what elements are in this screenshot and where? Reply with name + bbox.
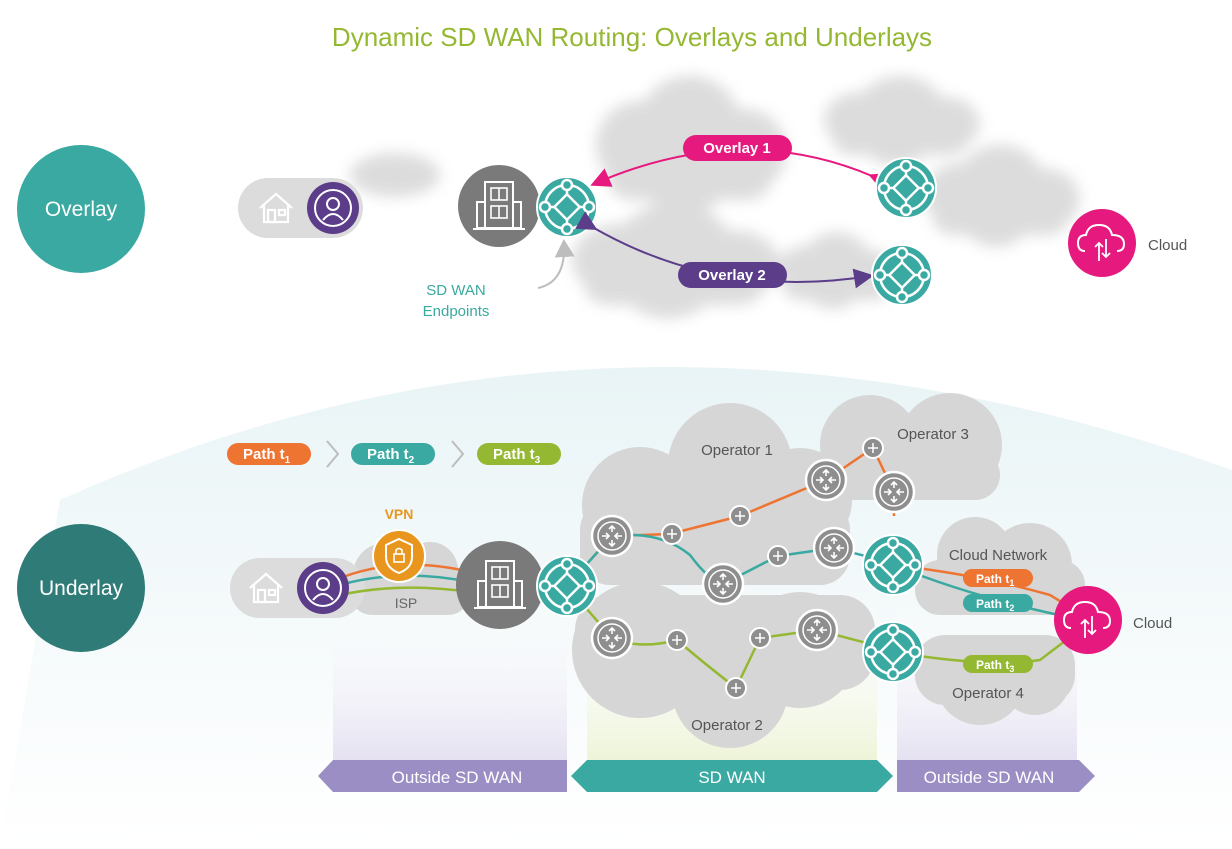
cloud-path-t3-pill: Path t3 <box>963 655 1033 674</box>
cloud-network-router-icon <box>862 534 924 596</box>
overlay2-label: Overlay 2 <box>698 267 766 284</box>
cloud-upload-icon <box>1054 586 1122 654</box>
overlay-layer-label: Overlay <box>45 198 118 221</box>
overlay-remote-router-2-icon <box>871 244 933 306</box>
outside-sdwan-left-band: Outside SD WAN <box>318 760 567 792</box>
sdwan-endpoint-router-icon <box>536 176 598 238</box>
overlay1-label: Overlay 1 <box>703 140 771 157</box>
overlay1-pill: Overlay 1 <box>683 135 792 161</box>
endpoints-label-line2: Endpoints <box>423 303 490 320</box>
small-node-icon <box>729 505 751 527</box>
operator-router-icon <box>804 458 848 502</box>
path-legend-t3-sub: 3 <box>535 455 541 466</box>
sdwan-band: SD WAN <box>571 760 893 792</box>
user-icon <box>307 182 359 234</box>
operator4-router-icon <box>862 621 924 683</box>
cloud-path-t1-pill: Path t1 <box>963 569 1033 588</box>
overlay-remote-router-1-icon <box>875 157 937 219</box>
small-node-icon <box>862 437 884 459</box>
path-legend-t2-sub: 2 <box>409 455 415 466</box>
path-legend-t1: Path t1 <box>227 443 311 466</box>
operator4-label: Operator 4 <box>952 685 1024 702</box>
operator-router-icon <box>812 526 856 570</box>
endpoints-pointer-arrow <box>537 239 575 289</box>
path-legend: Path t1 Path t2 Path t3 <box>227 440 561 468</box>
vpn-label: VPN <box>385 506 414 522</box>
svg-text:Path t3: Path t3 <box>976 658 1014 674</box>
cloud-path-t2-sub: 2 <box>1009 603 1014 613</box>
svg-text:Path t1: Path t1 <box>976 572 1014 588</box>
small-node-icon <box>749 627 771 649</box>
path-legend-t2: Path t2 <box>351 443 435 466</box>
underlay-layer-circle <box>17 524 145 652</box>
overlay-cloud-label: Cloud <box>1148 237 1187 254</box>
home-icon <box>259 192 293 224</box>
cloud-upload-icon <box>1068 209 1136 277</box>
outside-sdwan-right-band: Outside SD WAN <box>897 760 1095 792</box>
sdwan-endpoint-router-icon <box>536 555 598 617</box>
path-legend-t2-label: Path t <box>367 446 409 463</box>
building-icon <box>458 165 540 247</box>
operator-router-icon <box>590 616 634 660</box>
svg-text:Path t2: Path t2 <box>976 597 1014 613</box>
operator-router-icon <box>701 562 745 606</box>
small-node-icon <box>666 629 688 651</box>
underlay-layer-label: Underlay <box>39 577 124 600</box>
overlay-blurred-clouds <box>350 75 1080 319</box>
path-legend-t1-label: Path t <box>243 446 285 463</box>
cloud-network-label: Cloud Network <box>949 547 1048 564</box>
underlay-cloud-label: Cloud <box>1133 615 1172 632</box>
home-icon <box>249 572 283 604</box>
cloud-path-t1-label: Path t <box>976 572 1009 586</box>
cloud-path-t3-label: Path t <box>976 658 1009 672</box>
outside-left-column <box>333 600 567 760</box>
operator2-label: Operator 2 <box>691 717 763 734</box>
operator-router-icon <box>590 514 634 558</box>
cloud-path-t1-sub: 1 <box>1009 578 1014 588</box>
overlay2-pill: Overlay 2 <box>678 262 787 288</box>
svg-text:Path t3: Path t3 <box>493 446 541 466</box>
small-node-icon <box>661 523 683 545</box>
shield-lock-icon <box>372 529 426 583</box>
path-legend-t1-sub: 1 <box>285 455 291 466</box>
chevron-right-icon <box>451 440 465 468</box>
sdwan-band-label: SD WAN <box>698 768 765 787</box>
operator3-label: Operator 3 <box>897 426 969 443</box>
cloud-path-t2-label: Path t <box>976 597 1009 611</box>
operator-router-icon <box>872 470 916 514</box>
isp-label: ISP <box>395 595 418 611</box>
outside-sdwan-left-label: Outside SD WAN <box>392 768 523 787</box>
small-node-icon <box>767 545 789 567</box>
access-line-green <box>339 586 471 597</box>
svg-text:Path t1: Path t1 <box>243 446 291 466</box>
endpoints-label-line1: SD WAN <box>426 282 485 299</box>
chevron-right-icon <box>326 440 340 468</box>
outside-sdwan-right-label: Outside SD WAN <box>924 768 1055 787</box>
building-icon <box>456 541 544 629</box>
cloud-path-t3-sub: 3 <box>1009 664 1014 674</box>
path-legend-t3-label: Path t <box>493 446 535 463</box>
small-node-icon <box>725 677 747 699</box>
user-icon <box>297 562 349 614</box>
cloud-path-t2-pill: Path t2 <box>963 594 1033 613</box>
diagram-title: Dynamic SD WAN Routing: Overlays and Und… <box>332 22 932 52</box>
svg-text:Path t2: Path t2 <box>367 446 415 466</box>
path-legend-t3: Path t3 <box>477 443 561 466</box>
operator1-label: Operator 1 <box>701 442 773 459</box>
overlay-layer-circle <box>17 145 145 273</box>
operator-router-icon <box>795 608 839 652</box>
